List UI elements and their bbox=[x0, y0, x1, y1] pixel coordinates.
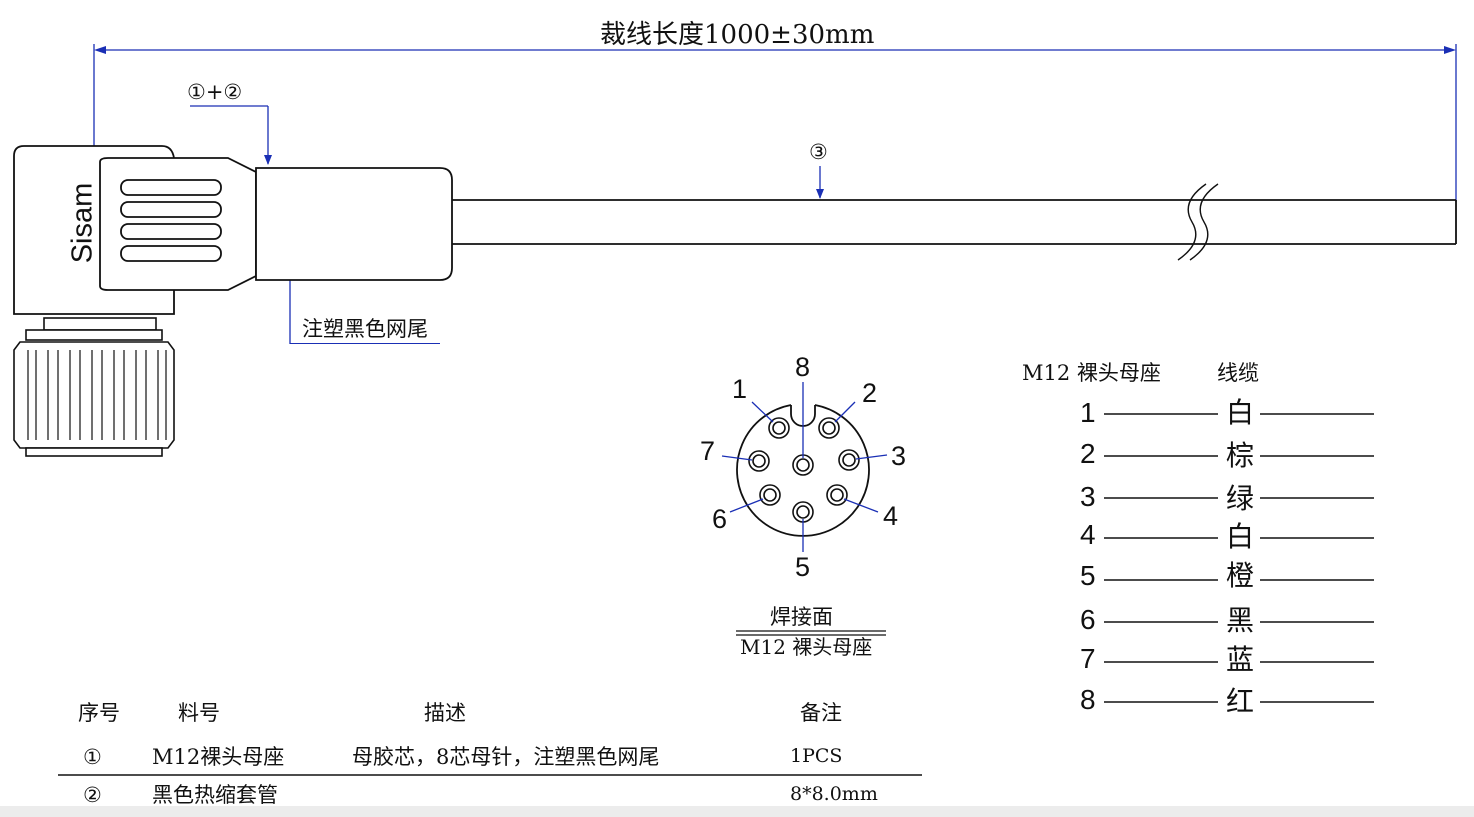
pin-label-3: 3 bbox=[891, 441, 907, 471]
cable bbox=[452, 199, 1457, 245]
wiring-pin: 2 bbox=[1080, 438, 1096, 469]
cable-break bbox=[1177, 183, 1219, 261]
length-dimension-label: 裁线长度1000±30mm bbox=[600, 20, 875, 50]
bom-row-note: 1PCS bbox=[790, 745, 843, 767]
connector-body bbox=[13, 145, 453, 315]
wiring-color: 棕 bbox=[1226, 439, 1255, 472]
window-bottom-edge bbox=[0, 806, 1474, 817]
connector-face bbox=[721, 382, 888, 552]
wiring-color: 黑 bbox=[1226, 604, 1255, 637]
coupling-nut bbox=[13, 317, 175, 457]
bom-header-seq: 序号 bbox=[78, 701, 120, 725]
bom-row-part: 黑色热缩套管 bbox=[152, 783, 278, 807]
bom-row-seq: ② bbox=[83, 783, 102, 807]
bom-row-seq: ① bbox=[83, 745, 102, 769]
bom-row-note: 8*8.0mm bbox=[790, 783, 878, 805]
pin-label-7: 7 bbox=[700, 436, 716, 466]
pin-label-5: 5 bbox=[795, 552, 811, 582]
wiring-color: 橙 bbox=[1226, 559, 1255, 592]
callout-1-2: ①+② bbox=[187, 80, 243, 104]
bom-row-part: M12裸头母座 bbox=[152, 745, 285, 769]
face-caption-rule bbox=[736, 630, 886, 636]
pin-label-4: 4 bbox=[883, 501, 899, 531]
wiring-lines bbox=[1104, 413, 1374, 703]
face-caption-top: 焊接面 bbox=[770, 605, 833, 629]
wiring-color: 白 bbox=[1226, 520, 1255, 553]
brand-text: Sisam bbox=[66, 182, 99, 264]
length-dimension bbox=[93, 44, 1457, 202]
wiring-pin: 1 bbox=[1080, 397, 1096, 428]
pin-label-8: 8 bbox=[795, 352, 811, 382]
wiring-color: 绿 bbox=[1226, 482, 1255, 515]
wiring-color: 红 bbox=[1226, 685, 1255, 718]
wiring-header-cable: 线缆 bbox=[1217, 361, 1259, 385]
pin-label-6: 6 bbox=[712, 504, 728, 534]
pin-label-2: 2 bbox=[862, 378, 878, 408]
wiring-color: 蓝 bbox=[1226, 643, 1255, 676]
wiring-pin: 8 bbox=[1080, 684, 1096, 715]
wiring-pin: 6 bbox=[1080, 604, 1096, 635]
wiring-header-connector: M12 裸头母座 bbox=[1022, 361, 1161, 385]
bom-header-part: 料号 bbox=[178, 701, 220, 725]
bom-row-desc: 母胶芯，8芯母针，注塑黑色网尾 bbox=[352, 745, 660, 769]
brand-logo: Sisam bbox=[62, 180, 104, 266]
face-caption-bottom: M12 裸头母座 bbox=[740, 635, 873, 659]
wiring-pin: 7 bbox=[1080, 643, 1096, 674]
callout-3: ③ bbox=[809, 140, 828, 164]
overmold-label: 注塑黑色网尾 bbox=[290, 319, 440, 344]
leader-1-2 bbox=[190, 105, 272, 165]
bom-header-desc: 描述 bbox=[424, 701, 466, 725]
bom-header-note: 备注 bbox=[800, 701, 842, 725]
wiring-color: 白 bbox=[1226, 396, 1255, 429]
pin-label-1: 1 bbox=[732, 374, 748, 404]
wiring-pin: 5 bbox=[1080, 560, 1096, 591]
wiring-pin: 3 bbox=[1080, 481, 1096, 512]
wiring-pin: 4 bbox=[1080, 519, 1096, 550]
